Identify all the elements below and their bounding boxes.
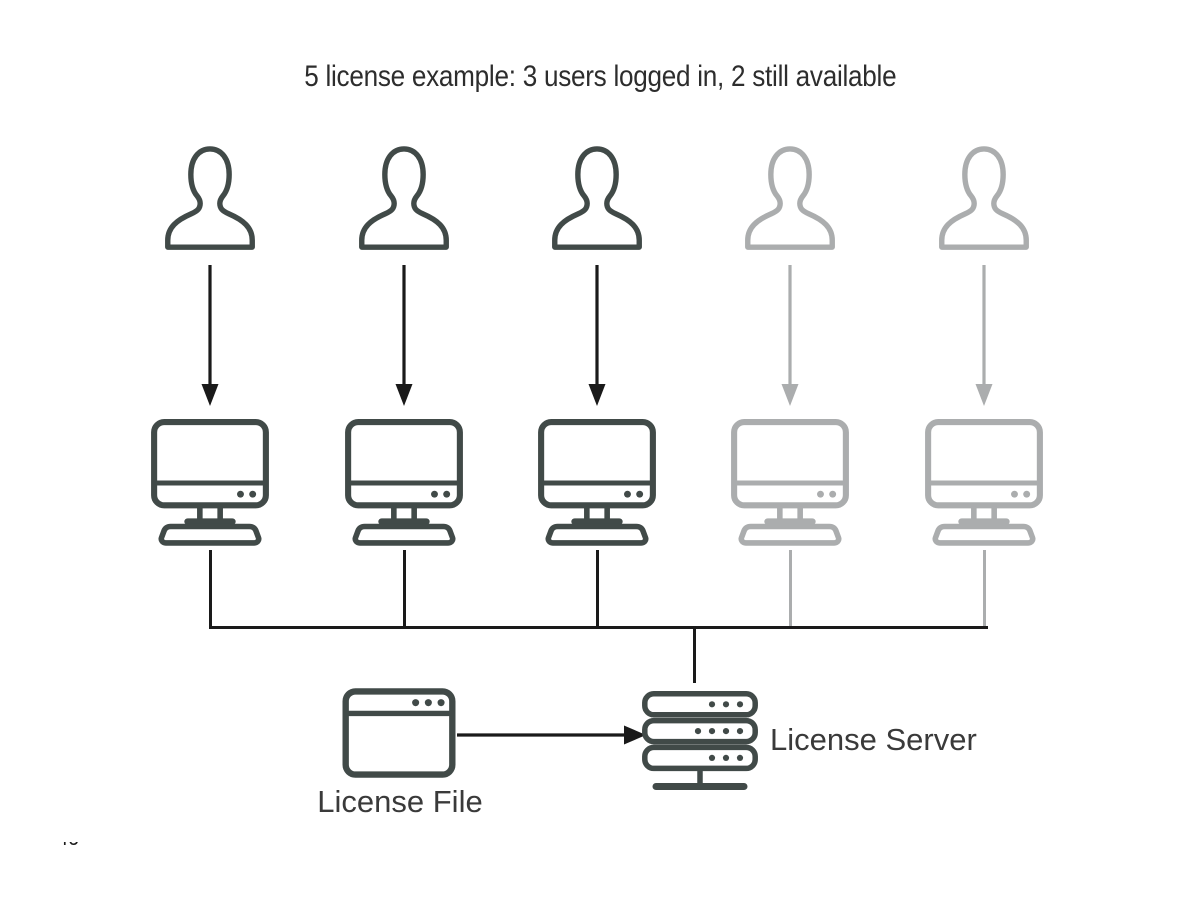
- user-icon: [538, 144, 656, 255]
- license-column-5-available: [925, 144, 1043, 627]
- license-file-icon: [342, 688, 456, 778]
- license-column-3-logged-in: [538, 144, 656, 627]
- connector-line: [402, 550, 406, 626]
- workstation-icon: [345, 419, 463, 546]
- workstation-icon: [731, 419, 849, 546]
- server-drop-line: [693, 626, 696, 683]
- workstation-icon: [925, 419, 1043, 546]
- user-icon: [345, 144, 463, 255]
- user-icon: [731, 144, 849, 255]
- connector-line: [788, 550, 792, 626]
- page-number-fragment: 40: [57, 842, 91, 848]
- workstation-icon: [538, 419, 656, 546]
- down-arrow-icon: [392, 265, 416, 407]
- license-server-icon: [642, 691, 758, 790]
- diagram-title-text: 5 license example: 3 users logged in, 2 …: [303, 60, 897, 93]
- license-column-2-logged-in: [345, 144, 463, 627]
- down-arrow-icon: [585, 265, 609, 407]
- workstation-icon: [151, 419, 269, 546]
- connector-line: [595, 550, 599, 626]
- down-arrow-icon: [778, 265, 802, 407]
- bus-line: [209, 626, 988, 629]
- down-arrow-icon: [198, 265, 222, 407]
- license-column-1-logged-in: [151, 144, 269, 627]
- user-icon: [925, 144, 1043, 255]
- connector-line: [208, 550, 212, 626]
- connector-line: [982, 550, 986, 626]
- license-server-label: License Server: [770, 722, 977, 757]
- down-arrow-icon: [972, 265, 996, 407]
- user-icon: [151, 144, 269, 255]
- diagram-title: 5 license example: 3 users logged in, 2 …: [0, 60, 1200, 94]
- license-file-label: License File: [317, 784, 483, 819]
- file-to-server-arrow-icon: [457, 725, 646, 745]
- license-column-4-available: [731, 144, 849, 627]
